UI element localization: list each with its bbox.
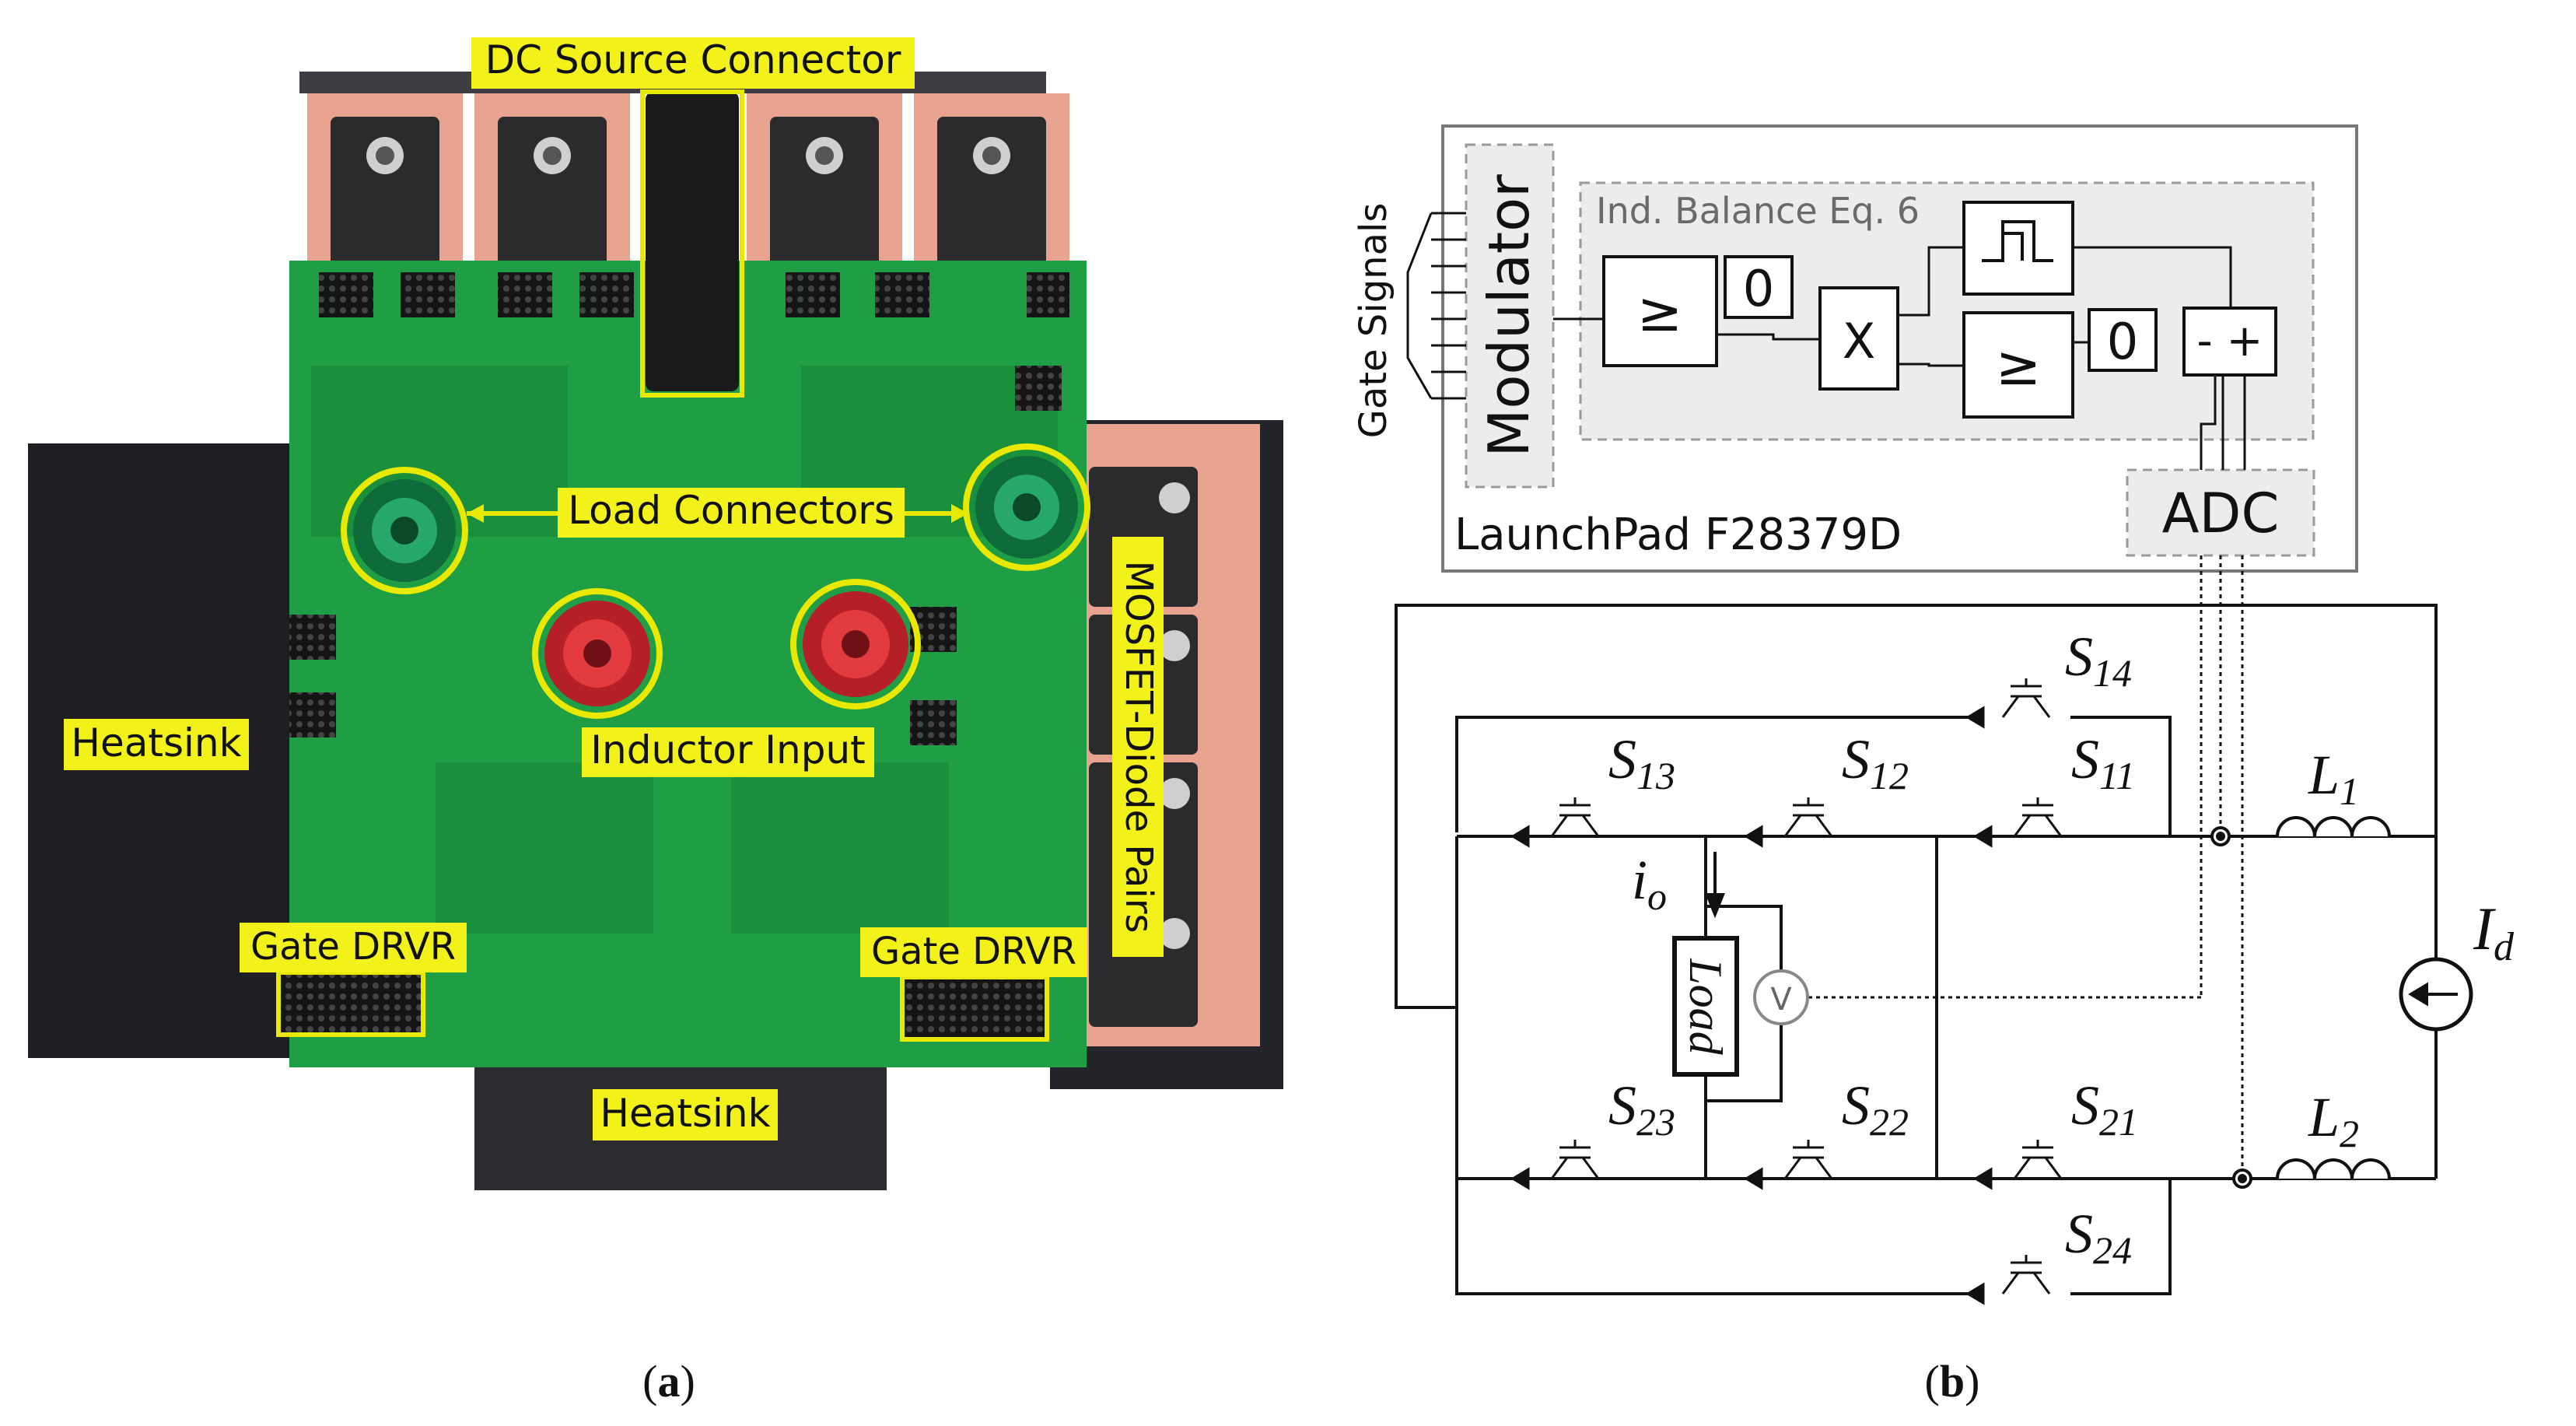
load-connector-left — [341, 467, 468, 594]
label-s14: S14 — [2065, 625, 2132, 695]
label-bg-gate-drvr-left — [240, 923, 467, 972]
label-load-connectors: Load Connectors — [568, 488, 894, 533]
adc-block — [2126, 468, 2315, 557]
comparator-1-symbol: ≥ — [1637, 280, 1683, 344]
label-s22: S22 — [1842, 1074, 1909, 1144]
switch-s24-symbol — [1965, 1255, 2051, 1305]
switch-s12-symbol — [1744, 797, 1833, 848]
launchpad-label: LaunchPad F28379D — [1454, 510, 1902, 560]
label-s24: S24 — [2065, 1203, 2132, 1272]
sense-node-lower-dot — [2238, 1174, 2247, 1183]
switch-s21-symbol — [1973, 1140, 2063, 1190]
load-box — [1672, 936, 1739, 1077]
switch-s22-symbol — [1744, 1140, 1833, 1190]
zero-1-text: 0 — [1743, 261, 1775, 318]
label-id: Id — [2473, 895, 2515, 969]
label-s11: S11 — [2071, 728, 2135, 797]
inductor-l1-coil — [2276, 816, 2391, 837]
right-mosfet-column — [1081, 424, 1260, 1046]
power-circuit — [1395, 555, 2473, 1305]
switch-s23-symbol — [1510, 1140, 1600, 1190]
label-s13: S13 — [1608, 728, 1675, 797]
inductor-input-left — [532, 588, 663, 719]
modulator-text: Modulator — [1476, 174, 1542, 457]
balance-title: Ind. Balance Eq. 6 — [1596, 190, 1920, 232]
label-gate-drvr-right: Gate DRVR — [871, 930, 1076, 973]
schematic-labels: S14 S13 S12 S11 S23 S22 S21 S24 L1 L2 Id… — [1608, 625, 2515, 1272]
label-bg-dc-source — [471, 37, 915, 89]
gate-driver-connector-right — [900, 975, 1049, 1042]
label-bg-heatsink-left — [64, 719, 249, 770]
label-l2: L2 — [2308, 1086, 2359, 1155]
hysteresis-block — [1962, 201, 2074, 296]
label-heatsink-bottom: Heatsink — [600, 1091, 770, 1136]
label-bg-load-connectors — [558, 488, 905, 538]
switch-s11-symbol — [1973, 797, 2063, 848]
label-bg-mosfet-diode — [1112, 537, 1164, 957]
label-gate-drvr-left: Gate DRVR — [250, 925, 456, 969]
voltmeter-symbol — [1753, 969, 1809, 1025]
label-inductor-input: Inductor Input — [590, 727, 865, 773]
dc-source-outline — [640, 89, 744, 398]
label-bg-gate-drvr-right — [860, 927, 1087, 977]
zero-2-text: 0 — [2107, 314, 2139, 371]
label-bg-inductor-input — [582, 727, 874, 777]
switch-s13-symbol — [1510, 797, 1600, 848]
inductor-l2-coil — [2276, 1158, 2391, 1179]
hysteresis-symbol — [1982, 220, 2053, 262]
modulator-block — [1465, 143, 1555, 489]
pcb-traces — [311, 366, 1058, 934]
panel-b-schematic: Modulator Gate Signals Ind. Balance Eq. … — [1352, 124, 2515, 1407]
label-voltmeter: V — [1770, 982, 1792, 1018]
summing-signs: - + — [2197, 316, 2263, 366]
sense-dotted-lines — [1808, 555, 2244, 1170]
load-connector-right — [963, 443, 1090, 571]
label-load: Load — [1680, 958, 1731, 1055]
label-heatsink-left: Heatsink — [71, 720, 241, 766]
gate-signals-text: Gate Signals — [1352, 203, 1395, 439]
comparator-2-symbol: ≥ — [1996, 334, 2042, 398]
label-s12: S12 — [1842, 728, 1909, 797]
label-s21: S21 — [2071, 1074, 2138, 1144]
comparator-2 — [1962, 311, 2074, 419]
top-mosfet-row — [307, 93, 1069, 272]
controller-block: Modulator Gate Signals Ind. Balance Eq. … — [1352, 124, 2358, 573]
caption-b: (b) — [1925, 1356, 1980, 1407]
label-s23: S23 — [1608, 1074, 1675, 1144]
dc-source-connector-body — [646, 92, 739, 391]
zero-block-2 — [2088, 308, 2158, 372]
switch-s14-symbol — [1965, 678, 2051, 729]
inductor-input-right — [790, 579, 921, 709]
gate-driver-connector-left — [276, 970, 425, 1037]
multiplier-symbol: X — [1843, 313, 1875, 370]
gate-signal-lines — [1406, 212, 1466, 400]
label-io: io — [1632, 849, 1667, 918]
label-l1: L1 — [2308, 744, 2359, 813]
sense-node-upper-dot — [2216, 832, 2225, 841]
adc-text: ADC — [2162, 482, 2280, 545]
label-bg-heatsink-bottom — [593, 1089, 778, 1140]
panel-a-photo: DC Source Connector Load Connectors Indu… — [28, 37, 1283, 1407]
zero-block-1 — [1724, 255, 1794, 319]
label-dc-source: DC Source Connector — [485, 37, 901, 82]
controller-wiring — [1553, 246, 2246, 470]
label-mosfet-diode: MOSFET-Diode Pairs — [1117, 560, 1160, 933]
outer-loop-wire — [1395, 604, 2438, 1009]
caption-a: (a) — [642, 1356, 695, 1407]
comparator-1 — [1602, 255, 1718, 367]
